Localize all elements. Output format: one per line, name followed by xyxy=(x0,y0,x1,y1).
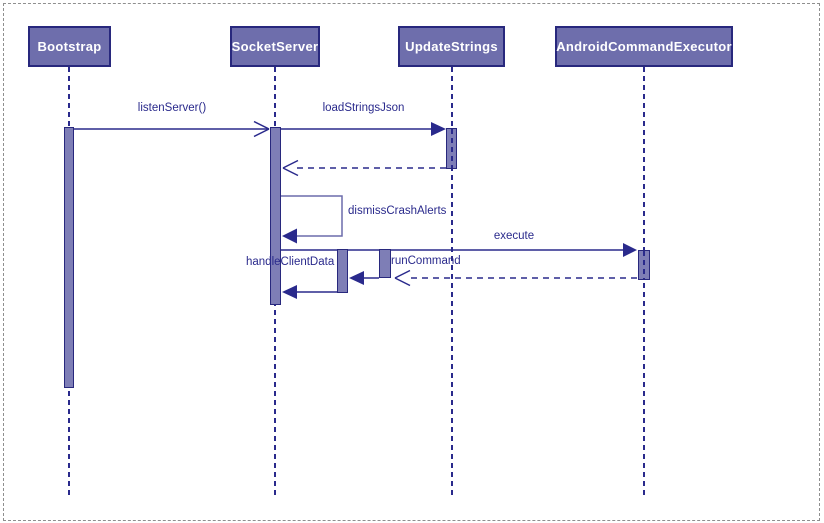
filled-arrowhead xyxy=(282,228,297,244)
message-runcommand-arrow xyxy=(349,271,379,285)
activation-bar-handleclientdata xyxy=(337,249,348,293)
lifeline-androidcommandexecutor xyxy=(643,67,645,496)
lifeline-updatestrings xyxy=(451,67,453,496)
message-label-loadstringsjson: loadStringsJson xyxy=(322,102,405,114)
open-arrowhead xyxy=(253,120,270,138)
filled-arrowhead xyxy=(623,243,637,257)
return-updatestrings-arrow xyxy=(282,159,446,177)
filled-arrowhead xyxy=(431,122,446,136)
activation-bar-runcommand xyxy=(379,249,391,278)
actor-label: SocketServer xyxy=(231,39,319,54)
message-label-runcommand: runCommand xyxy=(391,255,461,267)
open-arrowhead xyxy=(394,269,411,287)
page-dashed-border xyxy=(3,3,820,521)
message-label-execute: execute xyxy=(493,230,535,242)
message-listenserver-arrow xyxy=(74,120,270,138)
self-message-dismisscrashalerts-loop xyxy=(281,195,343,244)
message-label-handleclientdata: handleClientData xyxy=(246,256,335,268)
actor-label: UpdateStrings xyxy=(405,39,498,54)
actor-box-bootstrap: Bootstrap xyxy=(28,26,111,67)
actor-box-socketserver: SocketServer xyxy=(230,26,320,67)
actor-box-updatestrings: UpdateStrings xyxy=(398,26,505,67)
lifeline-through-bar-androidcommandexecutor xyxy=(643,251,645,279)
actor-label: Bootstrap xyxy=(37,39,102,54)
open-arrowhead xyxy=(282,159,299,177)
return-androidcommandexecutor-arrow xyxy=(394,269,637,287)
message-label-listenserver: listenServer() xyxy=(137,102,207,114)
message-loadstringsjson-arrow xyxy=(281,122,446,136)
filled-arrowhead xyxy=(349,271,364,285)
actor-box-androidcommandexecutor: AndroidCommandExecutor xyxy=(555,26,733,67)
activation-bar-socketserver xyxy=(270,127,281,305)
message-label-dismisscrashalerts: dismissCrashAlerts xyxy=(348,205,447,217)
filled-arrowhead xyxy=(282,285,297,299)
message-handleclientdata-return-arrow xyxy=(282,285,337,299)
lifeline-through-bar-updatestrings xyxy=(451,129,453,168)
activation-bar-bootstrap xyxy=(64,127,74,388)
actor-label: AndroidCommandExecutor xyxy=(556,39,732,54)
